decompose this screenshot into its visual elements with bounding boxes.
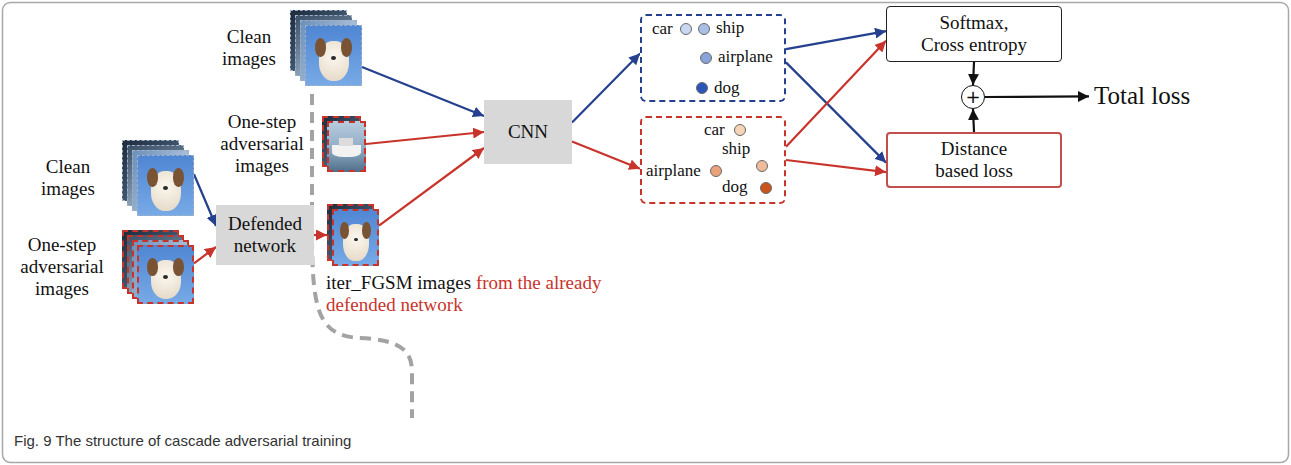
class-label: car xyxy=(704,121,725,140)
dog-ear xyxy=(147,168,157,186)
connector xyxy=(362,67,484,116)
class-label: dog xyxy=(722,178,748,197)
connector xyxy=(572,54,640,123)
image-frame xyxy=(332,209,379,266)
output-label: Total loss xyxy=(1094,82,1190,111)
operator: + xyxy=(965,88,980,106)
image-stack: Clean images xyxy=(290,10,362,86)
image-stack: iter_FGSM images from the already defend… xyxy=(327,204,379,266)
connector xyxy=(572,142,640,169)
image-border xyxy=(137,245,194,304)
dog-ear xyxy=(315,38,325,56)
stack-label-part: iter_FGSM images xyxy=(326,272,471,293)
image-border xyxy=(305,25,362,86)
image-stack: Clean images xyxy=(122,140,194,216)
connector xyxy=(379,148,484,226)
image-border xyxy=(332,209,379,266)
box-text: Distance based loss xyxy=(924,138,1024,182)
dog-nose xyxy=(331,56,336,60)
image-frame xyxy=(327,121,366,172)
sum-node: + xyxy=(961,85,985,109)
embedding-dot xyxy=(700,52,712,64)
class-label: ship xyxy=(716,19,744,38)
ship-cabin xyxy=(339,138,353,146)
box-text: CNN xyxy=(508,121,548,143)
dog-ear xyxy=(173,168,183,186)
box-text: Defended network xyxy=(223,213,307,257)
stack-label: One-step adversarial images xyxy=(214,111,310,177)
connector xyxy=(786,41,886,147)
embedding-dot xyxy=(698,23,710,35)
class-label: airplane xyxy=(646,162,701,181)
connector xyxy=(786,62,886,162)
process-box: CNN xyxy=(484,100,572,164)
connector xyxy=(786,31,886,49)
stack-label: One-step adversarial images xyxy=(10,234,114,300)
ship-hull xyxy=(332,145,362,156)
class-label: ship xyxy=(722,140,750,159)
embedding-dot xyxy=(710,165,722,177)
image-frame xyxy=(137,245,194,304)
connector xyxy=(973,109,974,132)
process-box: Softmax, Cross entropy xyxy=(886,6,1062,62)
figure-frame xyxy=(3,3,1289,463)
dog-ear xyxy=(340,222,348,239)
embedding-space: car ship airplane dog xyxy=(640,14,786,102)
dog-ear xyxy=(173,258,183,276)
image-frame xyxy=(305,25,362,86)
image-border xyxy=(137,155,194,216)
separator-line xyxy=(312,94,412,418)
output-text: Total loss xyxy=(1094,82,1190,111)
embedding-dot xyxy=(696,82,708,94)
stack-label: iter_FGSM images from the already defend… xyxy=(326,272,626,316)
dog-ear xyxy=(362,222,370,239)
connector xyxy=(194,174,216,226)
connector xyxy=(314,234,327,236)
stack-label: Clean images xyxy=(216,26,282,70)
image-border xyxy=(327,121,366,172)
class-label: airplane xyxy=(718,48,773,67)
connector xyxy=(194,247,216,263)
class-label: dog xyxy=(714,79,740,98)
image-stack: One-step adversarial images xyxy=(322,116,366,172)
dog-ear xyxy=(147,258,157,276)
connector xyxy=(985,95,1089,98)
embedding-dot xyxy=(734,124,746,136)
process-box: Defended network xyxy=(216,205,314,265)
connector xyxy=(973,62,974,85)
image-stack: One-step adversarial images xyxy=(122,230,194,304)
class-label: car xyxy=(652,20,673,39)
stack-label: Clean images xyxy=(22,156,114,200)
embedding-dot xyxy=(760,182,772,194)
dog-nose xyxy=(163,186,168,190)
figure-caption: Fig. 9 The structure of cascade adversar… xyxy=(14,432,351,449)
process-box: Distance based loss xyxy=(886,132,1062,188)
connector xyxy=(786,160,886,172)
connector xyxy=(366,132,484,144)
box-text: Softmax, Cross entropy xyxy=(918,12,1030,56)
image-frame xyxy=(137,155,194,216)
embedding-dot xyxy=(680,23,692,35)
embedding-space: carship airplane dog xyxy=(640,116,786,204)
embedding-dot xyxy=(756,160,768,172)
dog-ear xyxy=(341,38,351,56)
dog-nose xyxy=(163,275,168,279)
